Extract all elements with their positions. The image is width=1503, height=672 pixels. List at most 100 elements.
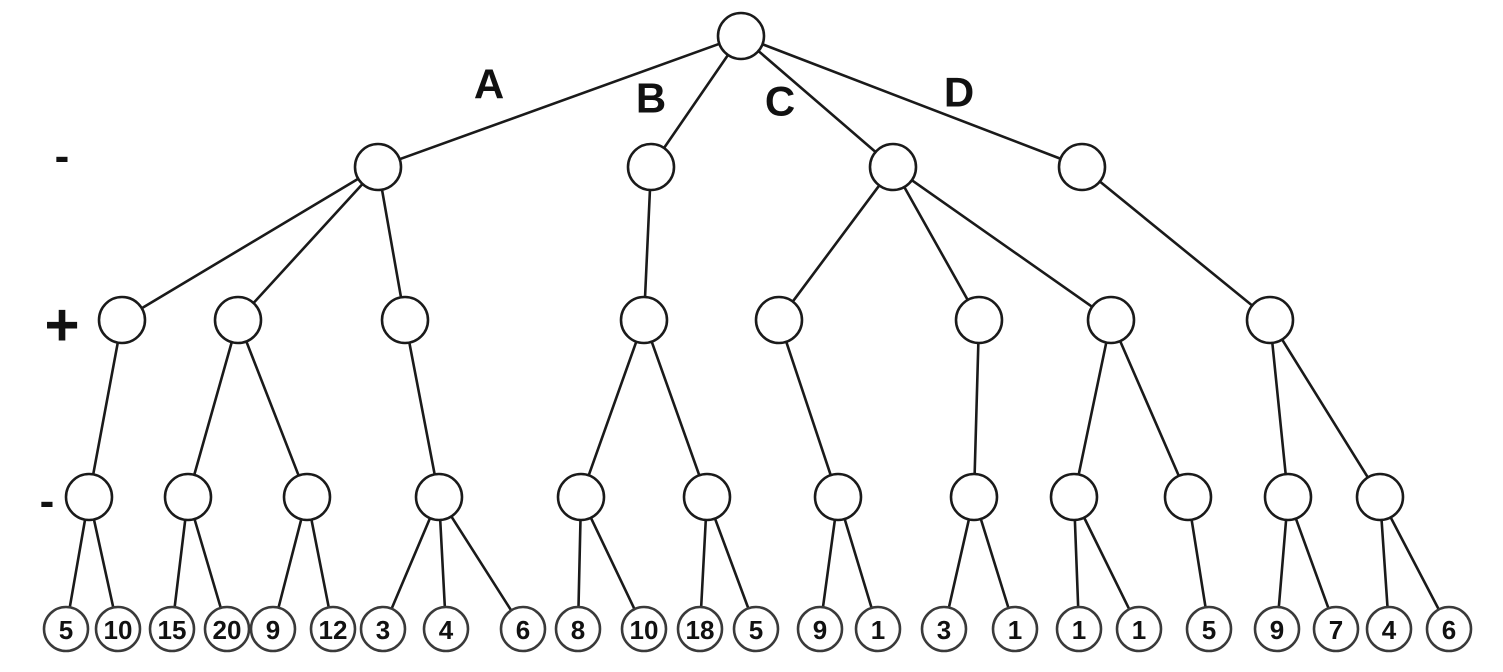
leaf-node <box>1312 605 1360 653</box>
min-node-lower <box>1049 472 1099 522</box>
edge-max-min <box>1280 338 1370 479</box>
min-node-lower <box>64 472 114 522</box>
edge-to-leaf <box>173 518 187 609</box>
edge-to-leaf <box>310 518 331 609</box>
leaf-value: 10 <box>104 615 133 645</box>
edge-to-leaf <box>979 517 1010 610</box>
edge-to-leaf <box>589 516 636 611</box>
leaf-node <box>991 605 1039 653</box>
max-node <box>754 295 804 345</box>
leaf-node <box>203 605 251 653</box>
leaf-value: 15 <box>158 615 187 645</box>
min-node-lower <box>1263 472 1313 522</box>
edge-to-leaf <box>390 516 432 611</box>
leaf-value: 6 <box>516 615 530 645</box>
branch-label: B <box>636 75 666 122</box>
level-sign: - <box>55 132 70 181</box>
leaf-node <box>1365 605 1413 653</box>
min-node <box>626 142 676 192</box>
edge-max-min <box>192 340 234 477</box>
edge-min-max <box>791 184 881 303</box>
min-node <box>868 142 918 192</box>
max-node <box>954 295 1004 345</box>
edge-to-leaf <box>438 518 447 609</box>
leaf-value: 1 <box>1132 615 1146 645</box>
root-node <box>716 11 766 61</box>
edge-max-min <box>91 341 120 476</box>
leaf-node <box>1185 605 1233 653</box>
leaf-value: 9 <box>1270 615 1284 645</box>
edge-min-max <box>252 182 364 305</box>
leaf-value: 12 <box>319 615 348 645</box>
leaf-value: 9 <box>813 615 827 645</box>
edge-to-leaf <box>1294 517 1330 610</box>
leaf-node <box>554 605 602 653</box>
leaf-value: 5 <box>1202 615 1216 645</box>
edge-to-leaf <box>1190 518 1207 609</box>
leaf-value: 4 <box>1382 615 1397 645</box>
min-node-lower <box>556 472 606 522</box>
leaf-node <box>1253 605 1301 653</box>
leaf-value: 18 <box>686 615 715 645</box>
edge-min-max <box>902 185 970 302</box>
edge-max-min <box>408 341 436 476</box>
leaf-node <box>732 605 780 653</box>
edge-to-leaf <box>843 517 873 610</box>
leaf-node <box>249 605 297 653</box>
min-node-lower <box>414 472 464 522</box>
edge-max-min <box>245 340 300 477</box>
leaf-value: 1 <box>1008 615 1022 645</box>
edge-to-leaf <box>68 518 87 609</box>
edge-max-min <box>1118 339 1181 478</box>
max-node <box>1086 295 1136 345</box>
leaf-value: 20 <box>213 615 242 645</box>
leaf-value: 4 <box>439 615 454 645</box>
branch-label: D <box>944 69 974 116</box>
leaf-value: 3 <box>937 615 951 645</box>
leaf-value: 1 <box>871 615 885 645</box>
min-node-lower <box>1355 472 1405 522</box>
min-node-lower <box>813 472 863 522</box>
min-node-lower <box>949 472 999 522</box>
leaf-node <box>42 605 90 653</box>
max-node <box>97 295 147 345</box>
leaf-value: 7 <box>1329 615 1343 645</box>
leaf-node <box>796 605 844 653</box>
leaf-node <box>94 605 142 653</box>
max-node <box>619 295 669 345</box>
edge-max-min <box>1077 341 1108 476</box>
level-sign: - <box>40 477 55 526</box>
tree-edges <box>68 42 1441 612</box>
leaf-node <box>359 605 407 653</box>
leaf-node <box>148 605 196 653</box>
edge-to-leaf <box>450 515 513 612</box>
edge-to-leaf <box>713 517 750 610</box>
edge-to-leaf <box>277 517 303 609</box>
min-node <box>353 142 403 192</box>
edge-root-branch-3 <box>761 42 1062 161</box>
leaf-node <box>1115 605 1163 653</box>
branch-label: A <box>474 61 504 108</box>
edge-to-leaf <box>1073 518 1080 609</box>
leaf-value: 5 <box>59 615 73 645</box>
leaf-value: 9 <box>266 615 280 645</box>
edge-to-leaf <box>577 518 582 609</box>
branch-label: C <box>765 78 795 125</box>
max-node <box>1245 295 1295 345</box>
leaf-node <box>620 605 668 653</box>
edge-to-leaf <box>699 518 708 609</box>
edge-to-leaf <box>1277 518 1288 609</box>
max-node <box>213 295 263 345</box>
edge-max-min <box>1271 341 1287 476</box>
level-sign: + <box>44 292 79 359</box>
edge-root-branch-0 <box>398 42 721 161</box>
leaf-value: 1 <box>1072 615 1086 645</box>
leaf-node <box>422 605 470 653</box>
edge-min-max <box>910 178 1094 309</box>
leaf-node <box>1055 605 1103 653</box>
edge-max-min <box>587 340 638 477</box>
edge-min-max <box>380 188 403 299</box>
min-node-lower <box>282 472 332 522</box>
